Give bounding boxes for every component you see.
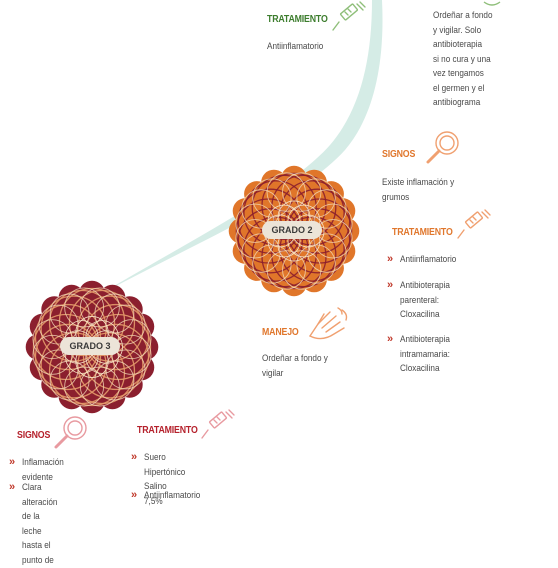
chevron-right-icon: » <box>387 279 394 291</box>
grado3-tratamiento-title: TRATAMIENTO <box>137 425 198 436</box>
grado2-tratamiento-item: Antibioterapia intramamaria: Cloxacilina <box>400 334 450 374</box>
top-tratamiento-title: TRATAMIENTO <box>267 14 328 25</box>
syringe-icon <box>332 1 366 31</box>
grado3-signos-title: SIGNOS <box>17 430 51 441</box>
chevron-right-icon: » <box>9 481 16 493</box>
hand-icon <box>483 1 501 6</box>
grado3-signos-item: Inflamación evidente <box>22 457 64 483</box>
magnifier-icon <box>54 416 87 449</box>
grado2-signos-title: SIGNOS <box>382 149 416 160</box>
top-manejo-text: Ordeñar a fondo y vigilar. Solo antibiot… <box>433 10 493 108</box>
chevron-right-icon: » <box>387 333 394 345</box>
chevron-right-icon: » <box>131 489 138 501</box>
grado2-badge: GRADO 2 <box>262 221 322 239</box>
grado2-manejo-text: Ordeñar a fondo y vigilar <box>262 353 328 379</box>
chevron-right-icon: » <box>387 253 394 265</box>
chevron-right-icon: » <box>9 456 16 468</box>
grado3-tratamiento-item: Antiinflamatorio <box>144 490 201 501</box>
mandala-icon <box>228 165 360 297</box>
magnifier-icon <box>426 131 459 164</box>
grado2-tratamiento-item: Antibioterapia parenteral: Cloxacilina <box>400 280 450 320</box>
syringe-icon <box>457 209 491 239</box>
grado2-manejo-title: MANEJO <box>262 327 299 338</box>
syringe-icon <box>201 409 235 439</box>
grado2-tratamiento-title: TRATAMIENTO <box>392 227 453 238</box>
grado2-signos-text: Existe inflamación y grumos <box>382 177 455 203</box>
top-tratamiento-item: Antiinflamatorio <box>267 41 324 52</box>
grado3-signos-item: Clara alteración de la leche hasta el pu… <box>22 482 58 566</box>
chevron-right-icon: » <box>131 451 138 463</box>
hand-icon <box>309 307 348 340</box>
grado3-badge: GRADO 3 <box>60 337 120 355</box>
grado2-tratamiento-item: Antiinflamatorio <box>400 254 457 265</box>
